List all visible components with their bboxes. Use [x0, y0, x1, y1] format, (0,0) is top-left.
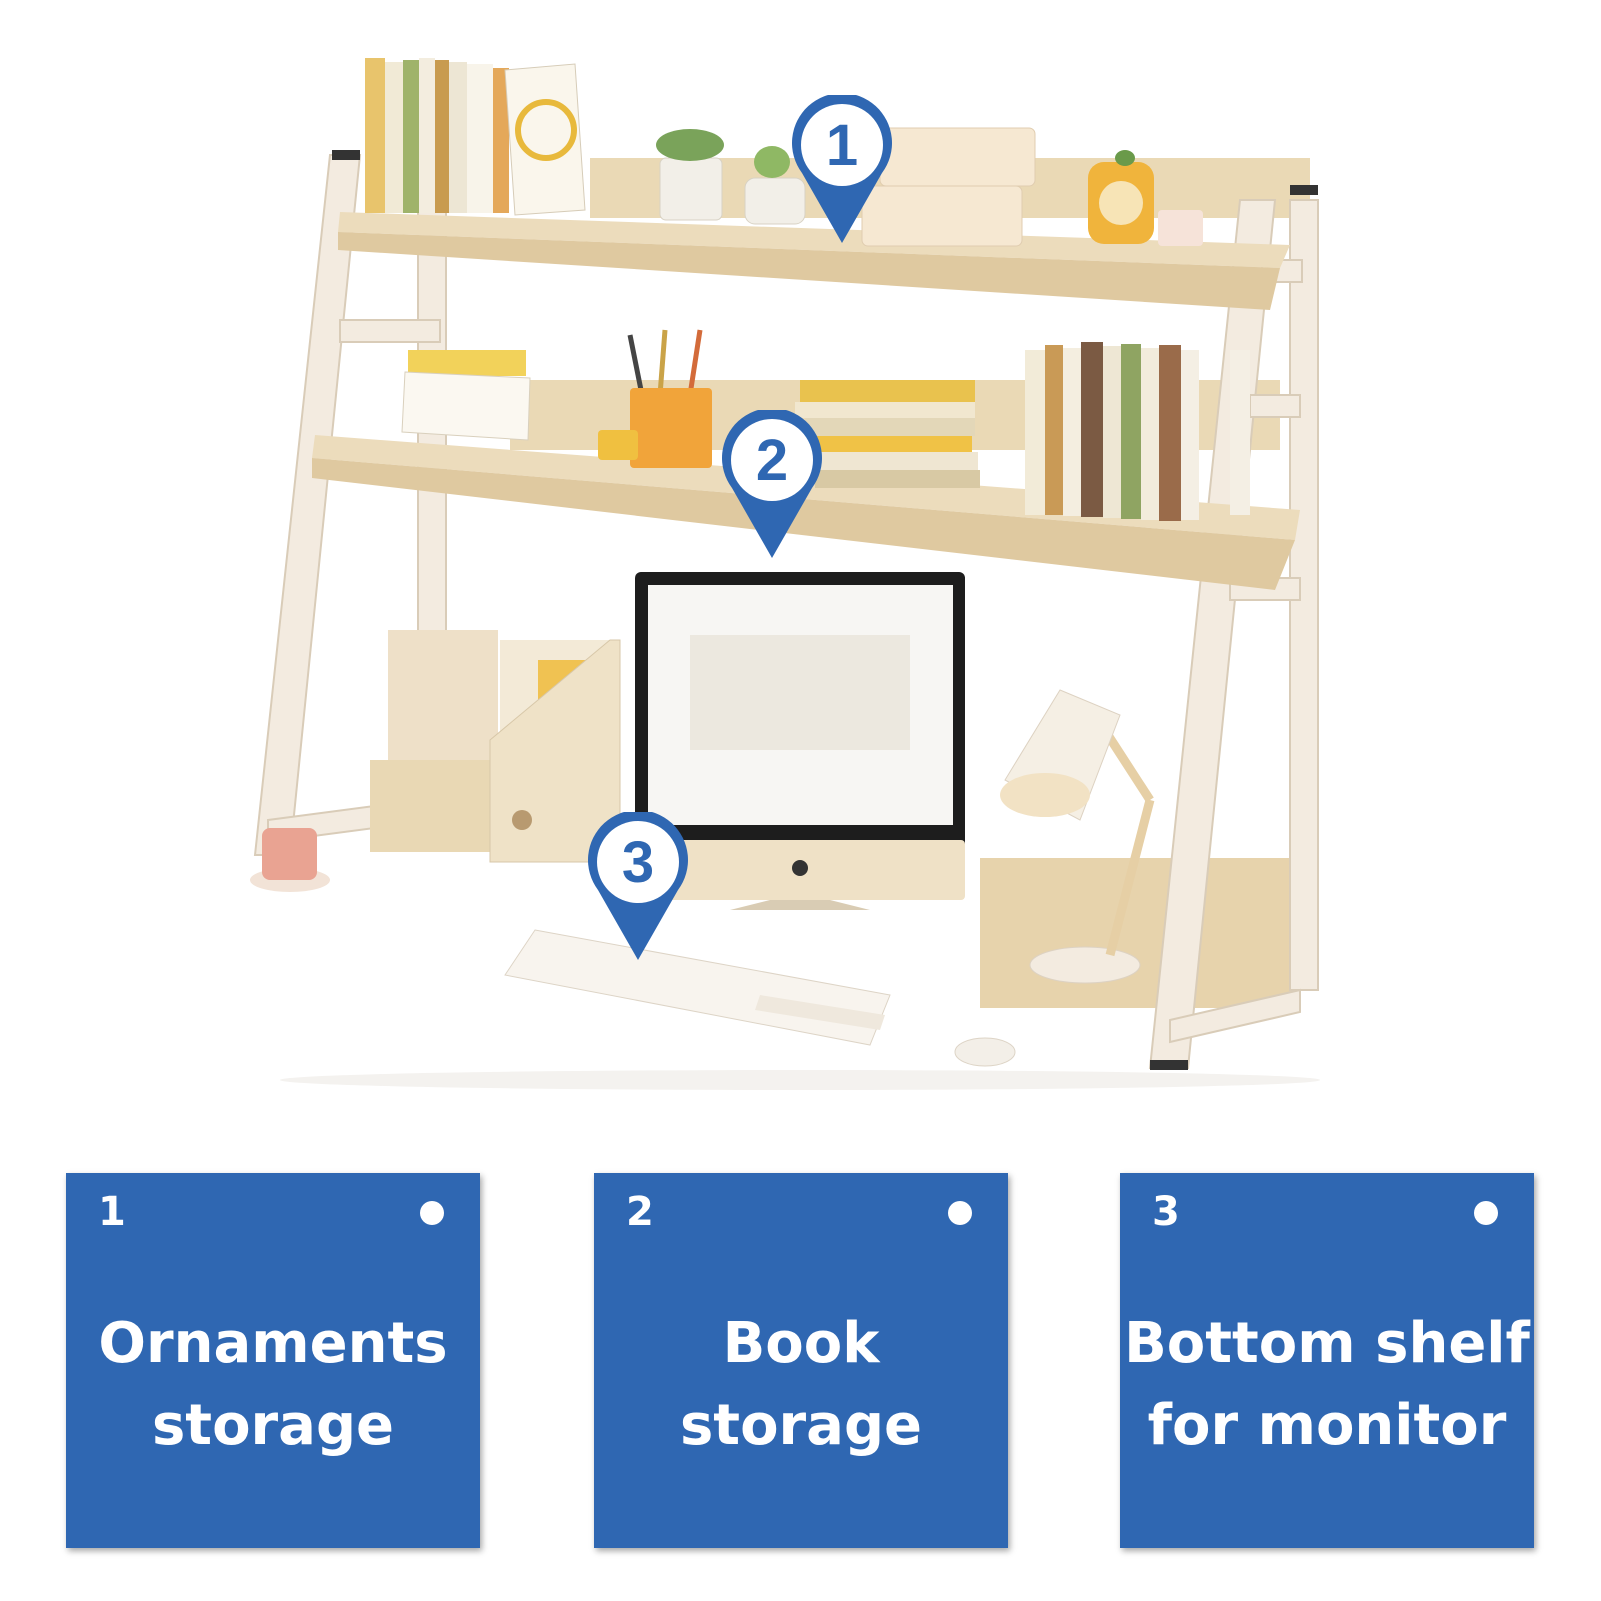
- card-label: Book storage: [594, 1303, 1008, 1467]
- marker-number: 1: [826, 113, 858, 178]
- location-marker-3: 3: [588, 812, 688, 960]
- pin-hole-icon: [1474, 1201, 1498, 1225]
- card-label-line2: storage: [679, 1393, 923, 1458]
- location-marker-1: 1: [792, 95, 892, 243]
- card-number: 2: [626, 1189, 654, 1235]
- card-label-line1: Book: [722, 1311, 880, 1376]
- card-label: Ornaments storage: [66, 1303, 480, 1467]
- plant-pots: [656, 129, 806, 225]
- desk-calendar: [401, 350, 531, 441]
- card-label: Bottom shelf for monitor: [1120, 1303, 1534, 1467]
- pen-holder: [598, 329, 712, 468]
- card-label-line2: for monitor: [1147, 1393, 1507, 1458]
- book-stack: [795, 380, 980, 488]
- feature-card-ornaments: 1 Ornaments storage: [66, 1173, 480, 1548]
- upright-books: [1025, 342, 1250, 521]
- monitor: [635, 572, 965, 910]
- marker-number: 3: [622, 830, 654, 895]
- storage-boxes: [861, 127, 1036, 247]
- feature-card-books: 2 Book storage: [594, 1173, 1008, 1548]
- product-illustration: 1 2 3: [250, 58, 1320, 1090]
- card-label-line2: storage: [151, 1393, 395, 1458]
- desk-lamp: [1000, 689, 1155, 984]
- card-number: 3: [1152, 1189, 1180, 1235]
- pin-hole-icon: [948, 1201, 972, 1225]
- bottom-back-panel: [980, 858, 1300, 1008]
- location-marker-2: 2: [722, 410, 822, 558]
- marker-number: 2: [756, 428, 788, 493]
- feature-card-monitor: 3 Bottom shelf for monitor: [1120, 1173, 1534, 1548]
- card-number: 1: [98, 1189, 126, 1235]
- magazine-file-boxes: [370, 630, 621, 863]
- keyboard: [504, 929, 891, 1046]
- mini-fan: [1088, 150, 1203, 246]
- card-label-line1: Ornaments: [98, 1311, 448, 1376]
- top-books: [365, 58, 586, 216]
- top-shelf: [338, 212, 1290, 310]
- mouse: [954, 1037, 1016, 1067]
- pin-hole-icon: [420, 1201, 444, 1225]
- card-label-line1: Bottom shelf: [1124, 1311, 1530, 1376]
- mug: [250, 828, 330, 892]
